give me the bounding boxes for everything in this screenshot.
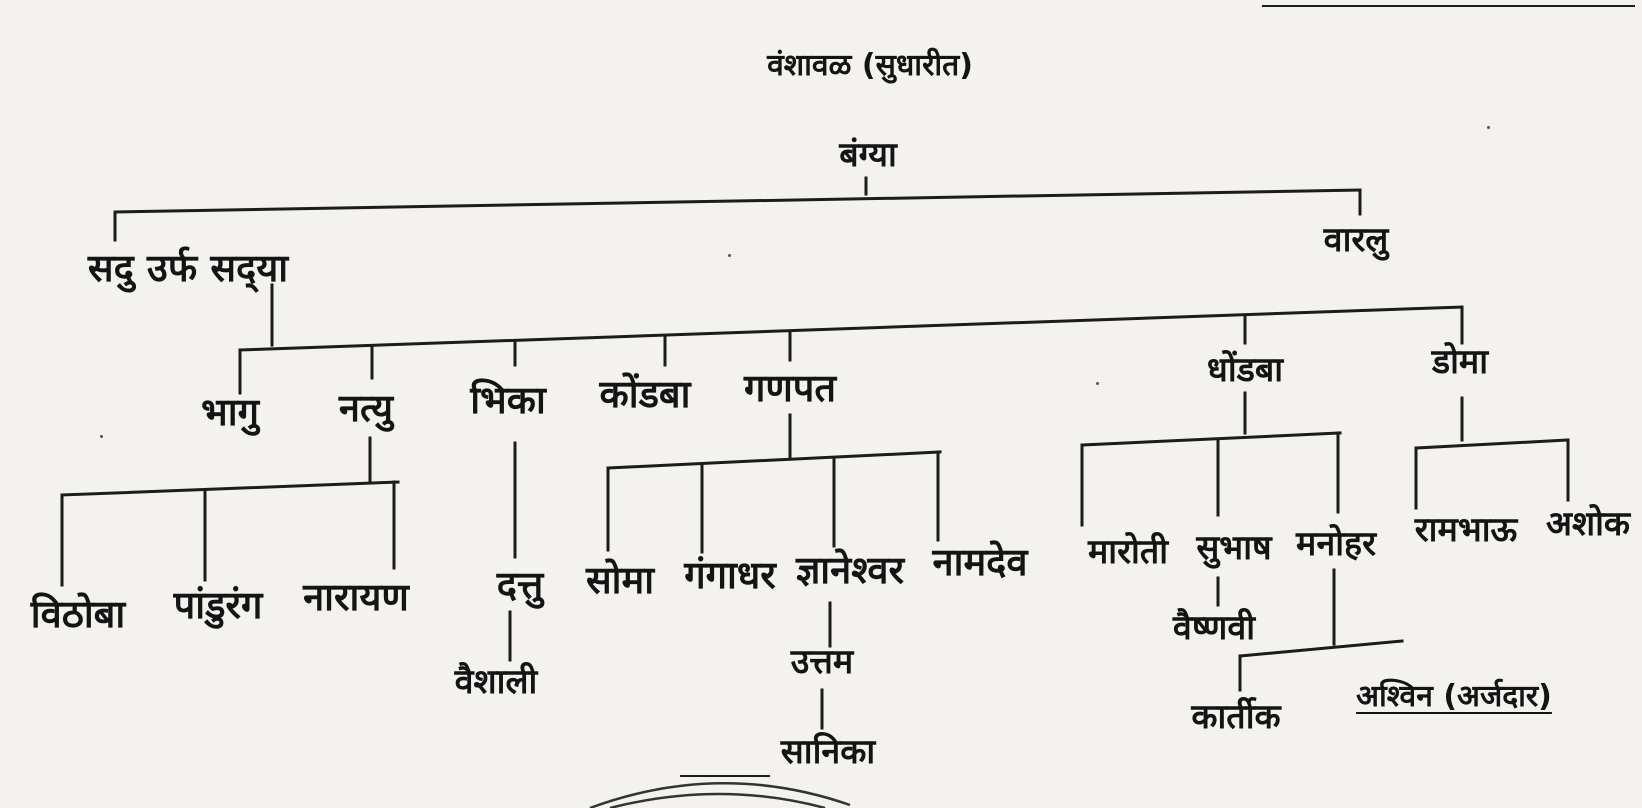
node-root: बंग्या <box>839 135 897 175</box>
node-rambhau: रामभाऊ <box>1414 510 1518 550</box>
node-kartik: कार्तीक <box>1191 697 1281 737</box>
bar-dhondba <box>1080 431 1342 447</box>
node-sanika: सानिका <box>780 732 876 772</box>
node-vithoba: विठोबा <box>30 592 126 636</box>
node-bhika: भिका <box>470 378 546 422</box>
node-narayan: नारायण <box>303 575 409 619</box>
node-ganpat: गणपत <box>743 366 837 410</box>
node-kondba: कोंडबा <box>599 372 691 416</box>
seal-arc-outer <box>589 781 851 808</box>
node-subhash: सुभाष <box>1196 528 1272 568</box>
node-namdev: नामदेव <box>932 540 1028 584</box>
bar-gen2 <box>238 305 1464 352</box>
bar-ganpat <box>606 450 942 470</box>
node-gangadhar: गंगाधर <box>684 553 776 597</box>
node-dhondba: धोंडबा <box>1206 350 1284 390</box>
node-dnyaneshwar: ज्ञानेश्वर <box>795 548 905 592</box>
node-sadu: सदु उर्फ सद्‌या <box>87 246 289 290</box>
node-ashok: अशोक <box>1545 504 1631 544</box>
seal-arc-inner <box>609 792 826 808</box>
node-bhagu: भागु <box>201 390 259 434</box>
paper-speck <box>1096 382 1099 385</box>
paper-speck <box>728 254 731 257</box>
bar-natyu <box>60 480 400 497</box>
bar-doma <box>1414 438 1570 450</box>
bar-manohar <box>1238 639 1404 658</box>
node-soma: सोमा <box>585 558 655 602</box>
node-ashwin-claimant: अश्विन (अर्जदार) <box>1356 679 1552 714</box>
node-natyu: नत्यु <box>338 386 394 430</box>
paper-speck <box>100 435 103 438</box>
node-manohar: मनोहर <box>1296 524 1376 564</box>
node-vaishnavi: वैष्णवी <box>1172 608 1256 648</box>
node-maroti: मारोती <box>1087 532 1169 572</box>
node-vaishali: वैशाली <box>454 662 538 702</box>
node-uttam: उत्तम <box>790 642 854 682</box>
node-varlu: वारलु <box>1323 220 1389 260</box>
node-dattu: दत्तु <box>496 563 544 607</box>
node-pandurang: पांडुरंग <box>173 583 263 627</box>
bar-gen1 <box>113 188 1362 214</box>
paper-speck <box>1487 126 1490 129</box>
node-doma: डोमा <box>1431 342 1489 382</box>
diagram-title: वंशावळ (सुधारीत) <box>767 48 973 83</box>
